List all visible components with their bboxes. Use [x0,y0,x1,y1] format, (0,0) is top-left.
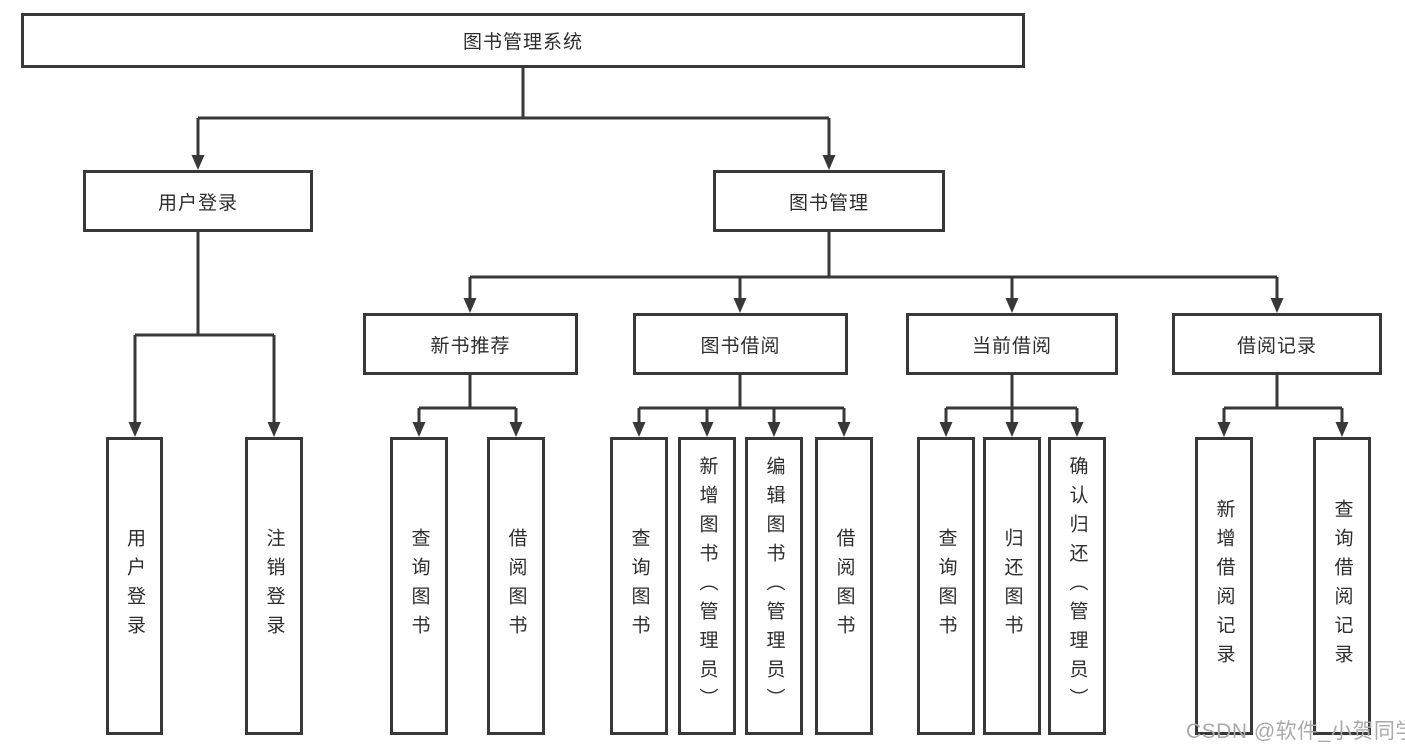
node-root: 图书管理系统 [21,13,1025,68]
node-user-login-label: 用户登录 [157,192,238,214]
node-borrow-query-books-label: 查询图书 [628,528,650,644]
arrowheads [128,155,1349,437]
node-borrow-query-books: 查询图书 [610,437,668,735]
node-current-query-books-label: 查询图书 [935,528,957,644]
node-new-book-recommend-label: 新书推荐 [430,335,511,357]
node-add-books-admin: 新增图书（管理员） [678,437,736,735]
node-book-borrow-label: 图书借阅 [700,335,781,357]
node-book-borrow: 图书借阅 [633,313,848,375]
node-query-borrow-record: 查询借阅记录 [1313,437,1371,735]
node-borrow-books-leaf: 借阅图书 [815,437,873,735]
node-rec-borrow-books: 借阅图书 [487,437,545,735]
node-new-book-recommend: 新书推荐 [363,313,578,375]
node-current-borrow: 当前借阅 [906,313,1118,375]
node-query-borrow-record-label: 查询借阅记录 [1331,499,1353,673]
node-current-borrow-label: 当前借阅 [971,335,1052,357]
node-edit-books-admin: 编辑图书（管理员） [745,437,803,735]
watermark-text: CSDN @软件_小贺同学 [1186,720,1405,743]
node-book-management: 图书管理 [713,170,945,232]
node-confirm-return-admin: 确认归还（管理员） [1048,437,1106,735]
node-logout-leaf: 注销登录 [245,437,303,735]
node-return-books: 归还图书 [983,437,1041,735]
node-add-books-admin-label: 新增图书（管理员） [696,455,718,717]
node-return-books-label: 归还图书 [1001,528,1023,644]
node-current-query-books: 查询图书 [917,437,975,735]
node-user-login: 用户登录 [83,170,313,232]
node-login-leaf: 用户登录 [106,437,163,735]
node-borrow-books-leaf-label: 借阅图书 [833,528,855,644]
node-borrow-records: 借阅记录 [1172,313,1382,375]
node-edit-books-admin-label: 编辑图书（管理员） [763,455,785,717]
node-add-borrow-record-label: 新增借阅记录 [1213,499,1235,673]
node-rec-borrow-books-label: 借阅图书 [505,528,527,644]
node-rec-query-books: 查询图书 [390,437,448,735]
node-logout-leaf-label: 注销登录 [263,528,285,644]
node-confirm-return-admin-label: 确认归还（管理员） [1066,455,1088,717]
node-book-management-label: 图书管理 [788,192,869,214]
node-login-leaf-label: 用户登录 [124,528,145,644]
node-add-borrow-record: 新增借阅记录 [1195,437,1253,735]
node-borrow-records-label: 借阅记录 [1236,335,1317,357]
node-root-label: 图书管理系统 [462,32,583,53]
node-rec-query-books-label: 查询图书 [408,528,430,644]
